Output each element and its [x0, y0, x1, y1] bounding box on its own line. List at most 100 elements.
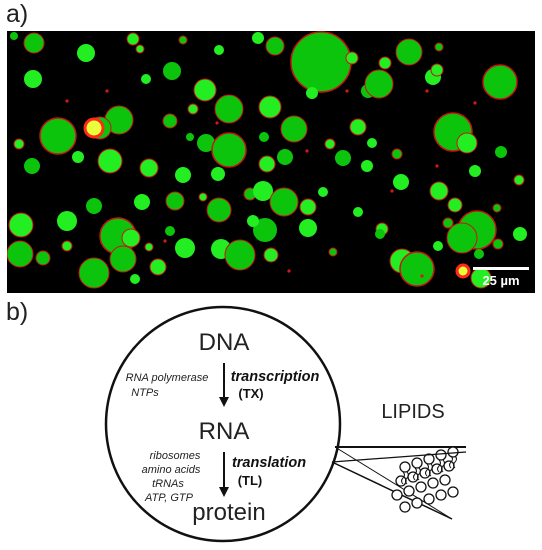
vesicle — [269, 187, 299, 217]
vesicle — [375, 229, 385, 239]
lipid-tail — [425, 463, 433, 477]
vesicle — [299, 198, 317, 216]
lipid-head — [447, 486, 459, 498]
lipid-head — [435, 489, 447, 501]
vesicle — [399, 251, 435, 287]
vesicle — [482, 64, 518, 100]
lipid-bilayer — [331, 446, 467, 513]
zoom-line-upper — [334, 446, 453, 520]
vesicle — [280, 115, 308, 143]
vesicle — [349, 118, 367, 136]
scale-bar-label: 25 µm — [482, 273, 519, 288]
vesicle — [130, 274, 140, 284]
panel-b-label: b) — [6, 298, 29, 326]
lipid-tail — [413, 467, 421, 481]
lipid-head — [391, 489, 403, 501]
vesicle — [109, 245, 137, 273]
vesicle — [165, 226, 175, 236]
vesicle — [364, 69, 394, 99]
vesicle — [57, 211, 77, 231]
vesicle — [214, 94, 244, 124]
vesicle — [258, 95, 282, 119]
vesicle — [61, 240, 73, 252]
vesicle — [198, 192, 208, 202]
vesicle — [492, 238, 504, 250]
vesicle — [135, 44, 145, 54]
lipid-head — [415, 481, 427, 493]
lipid-tail — [449, 455, 457, 469]
membrane-inner-line — [331, 451, 467, 463]
vesicle — [13, 138, 25, 150]
vesicle — [178, 35, 188, 45]
vesicle — [456, 132, 478, 154]
red-speck — [435, 164, 439, 168]
translation-label: translation — [232, 455, 306, 471]
vesicle — [8, 212, 34, 238]
vesicle — [474, 249, 484, 259]
red-speck — [425, 89, 429, 93]
vesicle — [247, 215, 259, 227]
vesicle — [335, 150, 351, 166]
rna-label: RNA — [199, 418, 250, 445]
lipid-head — [411, 497, 423, 509]
vesicle — [134, 194, 150, 210]
vesicle — [72, 151, 84, 163]
vesicle — [492, 203, 502, 213]
lipid-head — [439, 474, 451, 486]
panel-a-label: a) — [6, 0, 29, 28]
vesicle — [211, 167, 225, 181]
vesicle — [345, 51, 359, 65]
vesicle — [318, 187, 328, 197]
red-speck — [215, 121, 219, 125]
vesicle — [513, 227, 527, 241]
vesicle-circle — [104, 305, 342, 543]
vesicle — [10, 32, 18, 40]
vesicle — [224, 239, 256, 271]
vesicle — [7, 240, 34, 268]
vesicle — [395, 38, 423, 66]
lipid-head — [423, 493, 435, 505]
lipid-head — [447, 446, 459, 458]
vesicle — [77, 44, 95, 62]
vesicle — [429, 181, 449, 201]
vesicle — [290, 31, 352, 93]
vesicle — [265, 36, 285, 56]
lipid-head — [435, 449, 447, 461]
vesicle — [378, 56, 392, 70]
zoom-line-lower — [331, 461, 453, 520]
vesicle — [23, 32, 45, 54]
tx-label: (TX) — [238, 386, 263, 401]
red-speck — [65, 99, 69, 103]
lipids-label: LIPIDS — [381, 401, 444, 423]
red-speck — [305, 149, 309, 153]
vesicle — [186, 133, 194, 141]
lipid-head — [443, 460, 455, 472]
vesicle — [391, 148, 403, 160]
red-speck — [473, 101, 477, 105]
vesicle — [447, 197, 463, 213]
lipid-head — [423, 453, 435, 465]
vesicle — [78, 257, 110, 289]
vesicle — [144, 242, 154, 252]
vesicle — [393, 174, 409, 190]
red-speck — [390, 189, 394, 193]
vesicle — [306, 87, 318, 99]
vesicle — [328, 247, 338, 257]
vesicle — [187, 103, 199, 115]
vesicle — [367, 138, 377, 148]
vesicle — [324, 138, 336, 150]
vesicle — [361, 160, 373, 172]
vesicle — [258, 155, 276, 173]
dna-label: DNA — [199, 329, 250, 356]
scale-bar: 25 µm — [473, 267, 529, 288]
vesicle — [175, 167, 191, 183]
vesicle — [495, 146, 507, 158]
red-speck — [420, 274, 424, 278]
vesicle — [35, 250, 51, 266]
tx-component-1: NTPs — [131, 387, 159, 399]
vesicle — [434, 42, 444, 52]
vesicle — [24, 70, 42, 88]
vesicle — [39, 117, 77, 155]
fluorescence-micrograph: 25 µm — [7, 31, 535, 293]
vesicle — [353, 207, 363, 217]
